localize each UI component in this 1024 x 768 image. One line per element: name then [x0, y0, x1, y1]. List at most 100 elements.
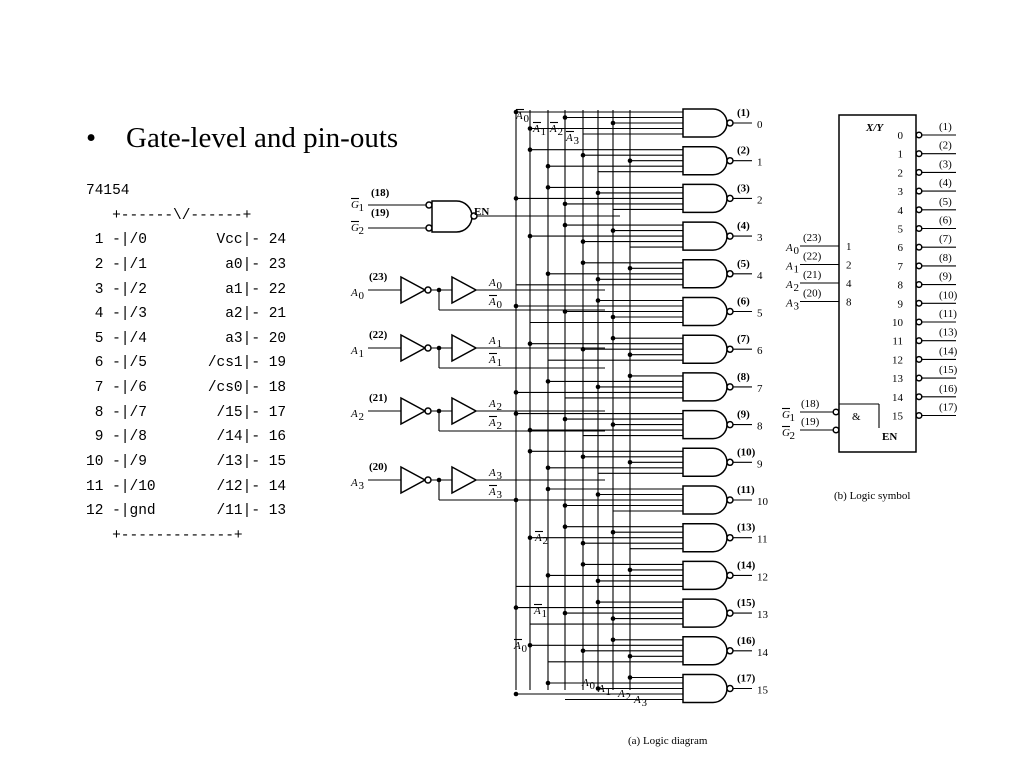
output-nand-gate — [682, 334, 728, 364]
junction-dot — [562, 222, 568, 228]
inverter-bubble — [424, 407, 432, 415]
true-label-1-name: A — [488, 335, 496, 347]
symbol-output-index: 3 — [898, 186, 904, 198]
junction-dot — [627, 158, 633, 163]
output-nand-gate — [682, 447, 728, 478]
inverter-bubble — [425, 201, 433, 209]
symbol-output-bubble — [915, 355, 923, 363]
inverter-bubble — [424, 476, 432, 484]
pinout-line: 8 -|/7 /15|- 17 — [86, 404, 287, 421]
symbol-output-pin: (6) — [939, 215, 952, 227]
bus-mid-label-a1-name: A — [533, 605, 541, 617]
junction-dot — [562, 503, 568, 508]
output-index-label: 7 — [757, 383, 763, 395]
symbol-input-weight: 2 — [846, 260, 852, 272]
junction-dot — [513, 691, 519, 697]
symbol-output-bubble — [915, 187, 923, 195]
symbol-output-bubble — [915, 150, 923, 158]
symbol-input-3-sub: 3 — [794, 301, 800, 313]
signal-g2-sub: 2 — [359, 225, 365, 237]
junction-dot — [527, 449, 533, 454]
output-nand-gate — [682, 145, 728, 176]
symbol-output-bubble — [915, 411, 923, 420]
symbol-output-bubble — [915, 337, 923, 345]
address-buffer — [451, 465, 478, 495]
junction-dot — [545, 185, 551, 190]
junction-dot — [527, 535, 533, 540]
junction-dot — [610, 422, 616, 427]
junction-dot — [436, 287, 442, 293]
output-index-label: 12 — [757, 571, 768, 583]
junction-dot — [595, 277, 601, 282]
output-nand-gate — [682, 221, 728, 251]
symbol-output-bubble — [915, 243, 923, 251]
output-pin-label: (16) — [737, 635, 756, 647]
junction-dot — [610, 228, 616, 233]
junction-dot — [580, 152, 586, 158]
address-buffer — [451, 333, 478, 363]
junction-dot — [627, 266, 633, 271]
bus-bottom-label-3-sub: 3 — [642, 697, 648, 709]
output-index-label: 2 — [757, 194, 763, 206]
bus-top-label-0-sub: 0 — [524, 113, 530, 125]
pinout-line: 1 -|/0 Vcc|- 24 — [86, 232, 287, 249]
output-bubble — [726, 458, 734, 467]
bus-bottom-label-1-sub: 1 — [606, 686, 612, 698]
junction-dot — [627, 460, 633, 465]
output-pin-label: (4) — [737, 220, 750, 232]
bus-mid-label-a2-sub: 2 — [543, 535, 549, 547]
output-pin-label: (13) — [737, 522, 756, 534]
junction-dot — [610, 335, 616, 341]
inverter-bubble — [424, 344, 432, 352]
output-pin-label: (9) — [737, 409, 750, 421]
symbol-output-bubble — [915, 393, 923, 401]
address-inverter — [400, 333, 427, 363]
address-inverter — [400, 396, 427, 426]
junction-dot — [513, 196, 519, 201]
output-index-label: 8 — [757, 421, 763, 433]
output-pin-label: (2) — [737, 145, 750, 157]
symbol-enable-0-sub: 1 — [790, 412, 796, 424]
symbol-output-pin: (1) — [939, 121, 952, 133]
output-index-label: 13 — [757, 609, 769, 621]
logic-diagram-caption: (a) Logic diagram — [628, 735, 708, 747]
pinout-line: 2 -|/1 a0|- 23 — [86, 256, 287, 273]
symbol-output-pin: (14) — [939, 345, 958, 357]
junction-dot — [436, 408, 442, 414]
bus-top-label-3-sub: 3 — [574, 135, 580, 147]
symbol-output-index: 6 — [898, 242, 904, 254]
pinout-line: 7 -|/6 /cs0|- 18 — [86, 380, 287, 397]
complement-label-3-sub: 3 — [497, 489, 503, 501]
complement-label-1-sub: 1 — [497, 357, 503, 369]
symbol-input-2-sub: 2 — [794, 282, 800, 294]
output-nand-gate — [682, 598, 728, 628]
true-label-2-sub: 2 — [497, 401, 503, 413]
complement-label-0-sub: 0 — [497, 299, 503, 311]
address-pin-label: (20) — [369, 461, 388, 473]
output-nand-gate — [682, 560, 728, 591]
complement-label-1-name: A — [488, 354, 496, 366]
address-pin-label: (21) — [369, 392, 388, 404]
output-index-label: 9 — [757, 458, 763, 470]
symbol-output-index: 15 — [892, 411, 904, 423]
address-pin-label: (23) — [369, 271, 388, 283]
output-nand-gate — [682, 485, 728, 515]
pinout-line: 5 -|/4 a3|- 20 — [86, 330, 287, 347]
output-pin-label: (6) — [737, 296, 750, 308]
enable-label: EN — [474, 206, 489, 218]
junction-dot — [580, 454, 586, 460]
junction-dot — [580, 540, 586, 546]
junction-dot — [527, 147, 533, 152]
symbol-output-index: 14 — [892, 392, 904, 404]
